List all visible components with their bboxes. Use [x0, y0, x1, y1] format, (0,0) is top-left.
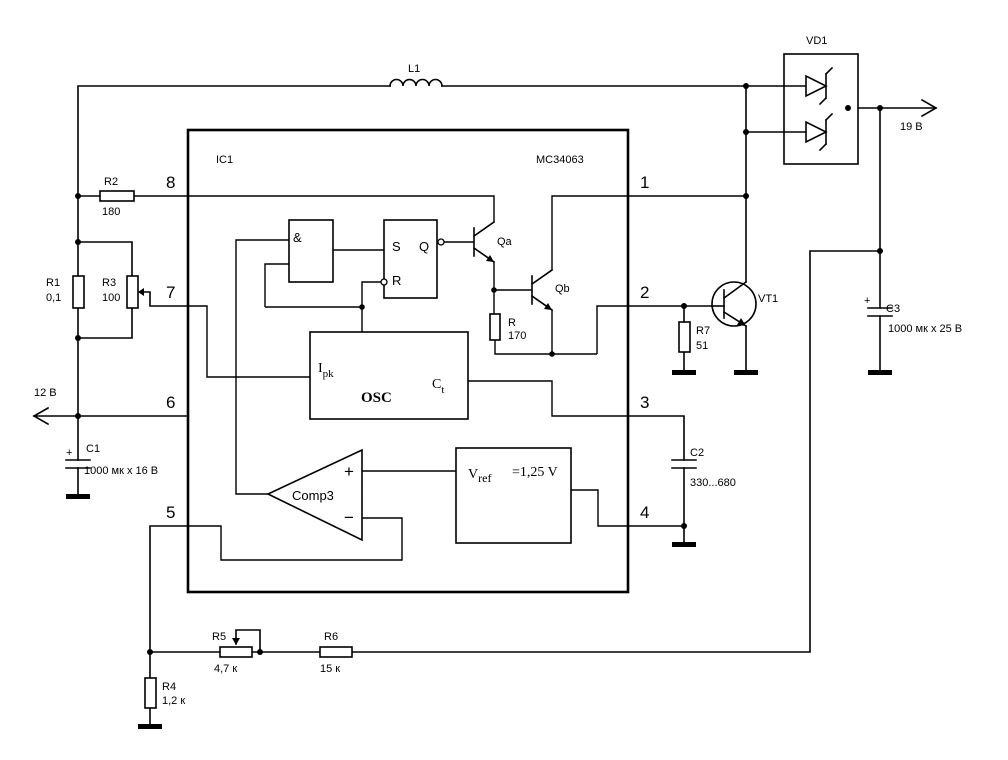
latch-q-label: Q	[419, 239, 429, 254]
resistor-r3	[126, 275, 139, 309]
and-gate-label: &	[293, 230, 302, 245]
r5-value: 4,7 к	[214, 663, 237, 675]
latch-s-label: S	[392, 239, 401, 254]
ground-r7-icon	[672, 370, 696, 375]
l1-label: L1	[408, 63, 420, 75]
resistor-r4	[144, 677, 157, 709]
r2-value: 180	[102, 206, 120, 218]
pin-1-label: 1	[640, 173, 649, 192]
transistor-qa	[472, 220, 496, 264]
transistor-vt1	[711, 280, 757, 328]
r1-name: R1	[46, 277, 60, 289]
and-gate	[288, 219, 334, 283]
resistor-r7	[678, 321, 691, 353]
r6-name: R6	[324, 631, 338, 643]
latch-q-bubble	[437, 238, 445, 246]
capacitor-c3	[867, 307, 893, 317]
sr-latch	[383, 219, 438, 299]
r5-wiper-icon	[232, 638, 240, 645]
c2-name: C2	[690, 447, 704, 459]
latch-r-bubble	[380, 278, 388, 286]
resistor-r6	[319, 646, 353, 658]
oscillator-block	[309, 331, 469, 420]
r4-name: R4	[162, 681, 176, 693]
c1-plus: +	[66, 447, 72, 459]
r6-value: 15 к	[320, 663, 340, 675]
internal-resistor	[489, 313, 501, 341]
ic1-designator: IC1	[216, 154, 233, 166]
osc-ct-label: Ct	[432, 377, 444, 396]
pin-2-label: 2	[640, 283, 649, 302]
r3-value: 100	[102, 292, 120, 304]
vref-block	[455, 447, 572, 544]
comparator-plus: +	[344, 462, 354, 481]
vd1-label: VD1	[806, 35, 827, 47]
c1-name: C1	[86, 443, 100, 455]
input-voltage-label: 12 В	[34, 387, 57, 399]
internal-resistor-name: R	[508, 317, 516, 329]
output-voltage-label: 19 В	[900, 121, 923, 133]
internal-junctions	[359, 287, 555, 357]
ground-pin4-icon	[672, 542, 696, 547]
inductor-l1	[389, 78, 443, 87]
ground-vt1-icon	[734, 370, 758, 375]
pin-8-label: 8	[166, 173, 175, 192]
ground-c3-icon	[868, 370, 892, 375]
resistor-r1	[72, 275, 85, 309]
r4-value: 1,2 к	[162, 695, 185, 707]
pin-7-label: 7	[166, 283, 175, 302]
resistor-r5	[219, 646, 253, 658]
r7-name: R7	[696, 325, 710, 337]
c2-value: 330...680	[690, 477, 736, 489]
pin-6-label: 6	[166, 393, 175, 412]
r2-name: R2	[104, 176, 118, 188]
internal-wiring	[188, 195, 628, 561]
comparator-label: Comp3	[292, 488, 334, 503]
r3-name: R3	[102, 277, 116, 289]
vref-value: =1,25 V	[512, 465, 558, 480]
osc-label: OSC	[361, 390, 392, 406]
ic1-part-number: MC34063	[536, 154, 584, 166]
r7-value: 51	[696, 340, 708, 352]
c3-value: 1000 мк x 25 В	[888, 323, 962, 335]
ground-r4-icon	[138, 724, 162, 729]
vd1-diode-top	[783, 66, 834, 106]
c3-name: C3	[886, 303, 900, 315]
capacitor-c2	[671, 459, 697, 469]
output-arrow-icon	[920, 98, 938, 118]
input-arrow-icon	[32, 406, 50, 426]
qa-label: Qa	[497, 236, 513, 248]
c3-plus: +	[864, 295, 870, 307]
vd1-diode-bottom	[783, 112, 834, 152]
r5-name: R5	[212, 631, 226, 643]
r1-value: 0,1	[46, 292, 61, 304]
osc-ipk-label: Ipk	[318, 361, 334, 380]
ground-c1-icon	[66, 494, 90, 499]
comparator-minus: −	[344, 508, 354, 527]
r3-wiper-icon	[138, 288, 144, 296]
pin-3-label: 3	[640, 393, 649, 412]
latch-r-label: R	[392, 273, 401, 288]
capacitor-c1	[65, 459, 91, 469]
pin-4-label: 4	[640, 503, 649, 522]
comparator-comp3	[266, 448, 363, 542]
pin-5-label: 5	[166, 503, 175, 522]
transistor-qb	[530, 268, 554, 312]
vref-label: Vref	[468, 467, 491, 485]
qb-label: Qb	[555, 283, 570, 295]
internal-resistor-value: 170	[508, 330, 526, 342]
ic1-body	[186, 128, 630, 594]
resistor-r2	[99, 190, 135, 202]
c1-value: 1000 мк x 16 В	[84, 465, 158, 477]
vt1-label: VT1	[758, 293, 778, 305]
external-junctions	[75, 83, 883, 655]
